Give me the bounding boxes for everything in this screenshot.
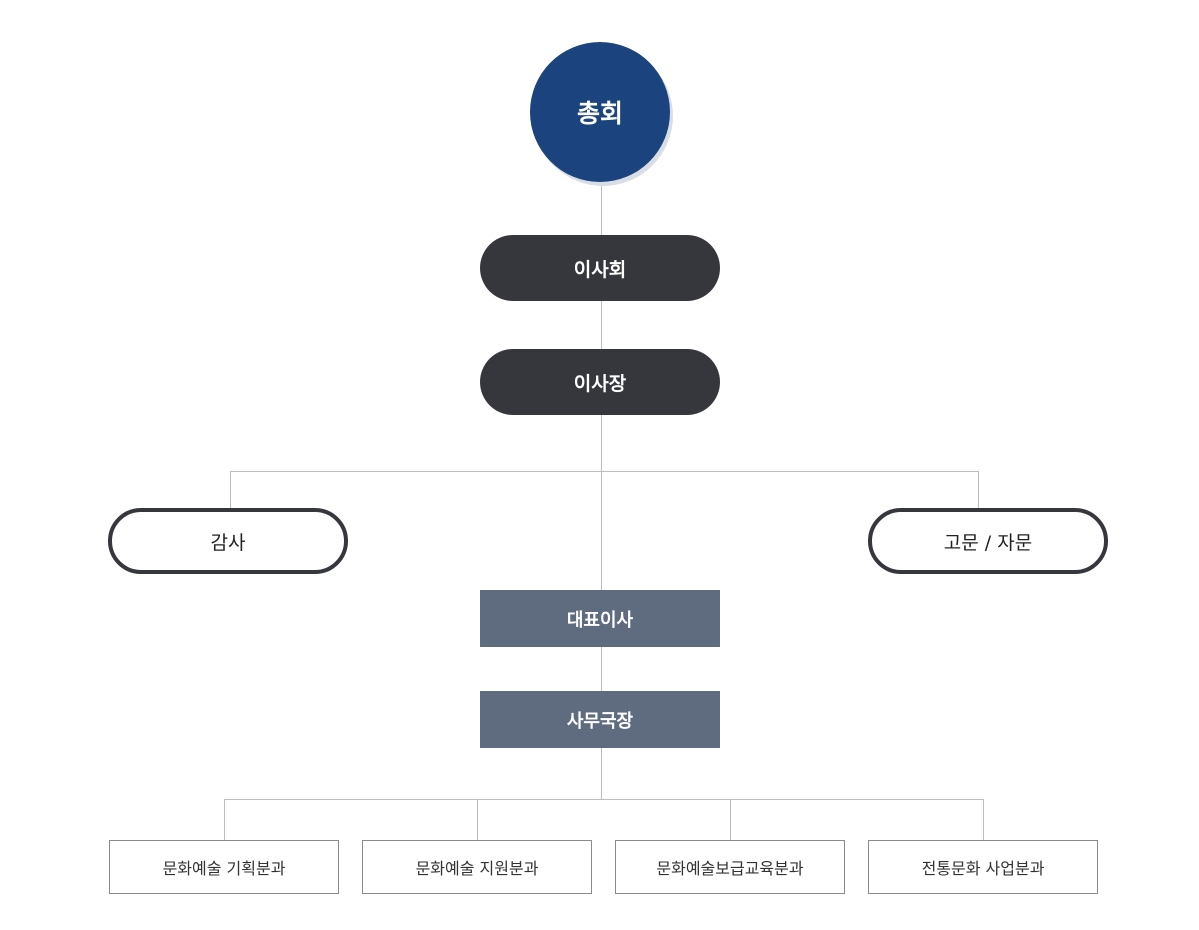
connector-departments-horizontal [224, 799, 984, 800]
secretary-general-label: 사무국장 [566, 710, 634, 732]
connector-department-3-drop [730, 799, 731, 840]
secretary-general-node: 사무국장 [480, 691, 720, 748]
connector-main-vertical [601, 182, 602, 799]
connector-department-1-drop [224, 799, 225, 840]
advisor-label: 고문 / 자문 [943, 531, 1033, 554]
connector-advisor-drop [978, 471, 979, 511]
department-label: 문화예술 기획분과 [162, 859, 286, 878]
department-label: 문화예술 지원분과 [415, 859, 539, 878]
ceo-label: 대표이사 [566, 609, 634, 631]
connector-advisory-horizontal [230, 471, 979, 472]
board-node: 이사회 [480, 235, 720, 301]
department-node: 문화예술 지원분과 [362, 840, 592, 894]
auditor-node: 감사 [108, 508, 348, 574]
department-label: 전통문화 사업분과 [921, 859, 1045, 878]
department-node: 전통문화 사업분과 [868, 840, 1098, 894]
board-label: 이사회 [573, 258, 627, 281]
connector-department-4-drop [983, 799, 984, 840]
chairman-label: 이사장 [573, 372, 627, 395]
department-label: 문화예술보급교육분과 [656, 859, 804, 878]
department-node: 문화예술보급교육분과 [615, 840, 845, 894]
connector-department-2-drop [477, 799, 478, 840]
connector-auditor-drop [230, 471, 231, 511]
advisor-node: 고문 / 자문 [868, 508, 1108, 574]
general-assembly-label: 총회 [576, 99, 623, 128]
auditor-label: 감사 [210, 531, 246, 554]
ceo-node: 대표이사 [480, 590, 720, 647]
chairman-node: 이사장 [480, 349, 720, 415]
department-node: 문화예술 기획분과 [109, 840, 339, 894]
general-assembly-node: 총회 [530, 42, 670, 182]
